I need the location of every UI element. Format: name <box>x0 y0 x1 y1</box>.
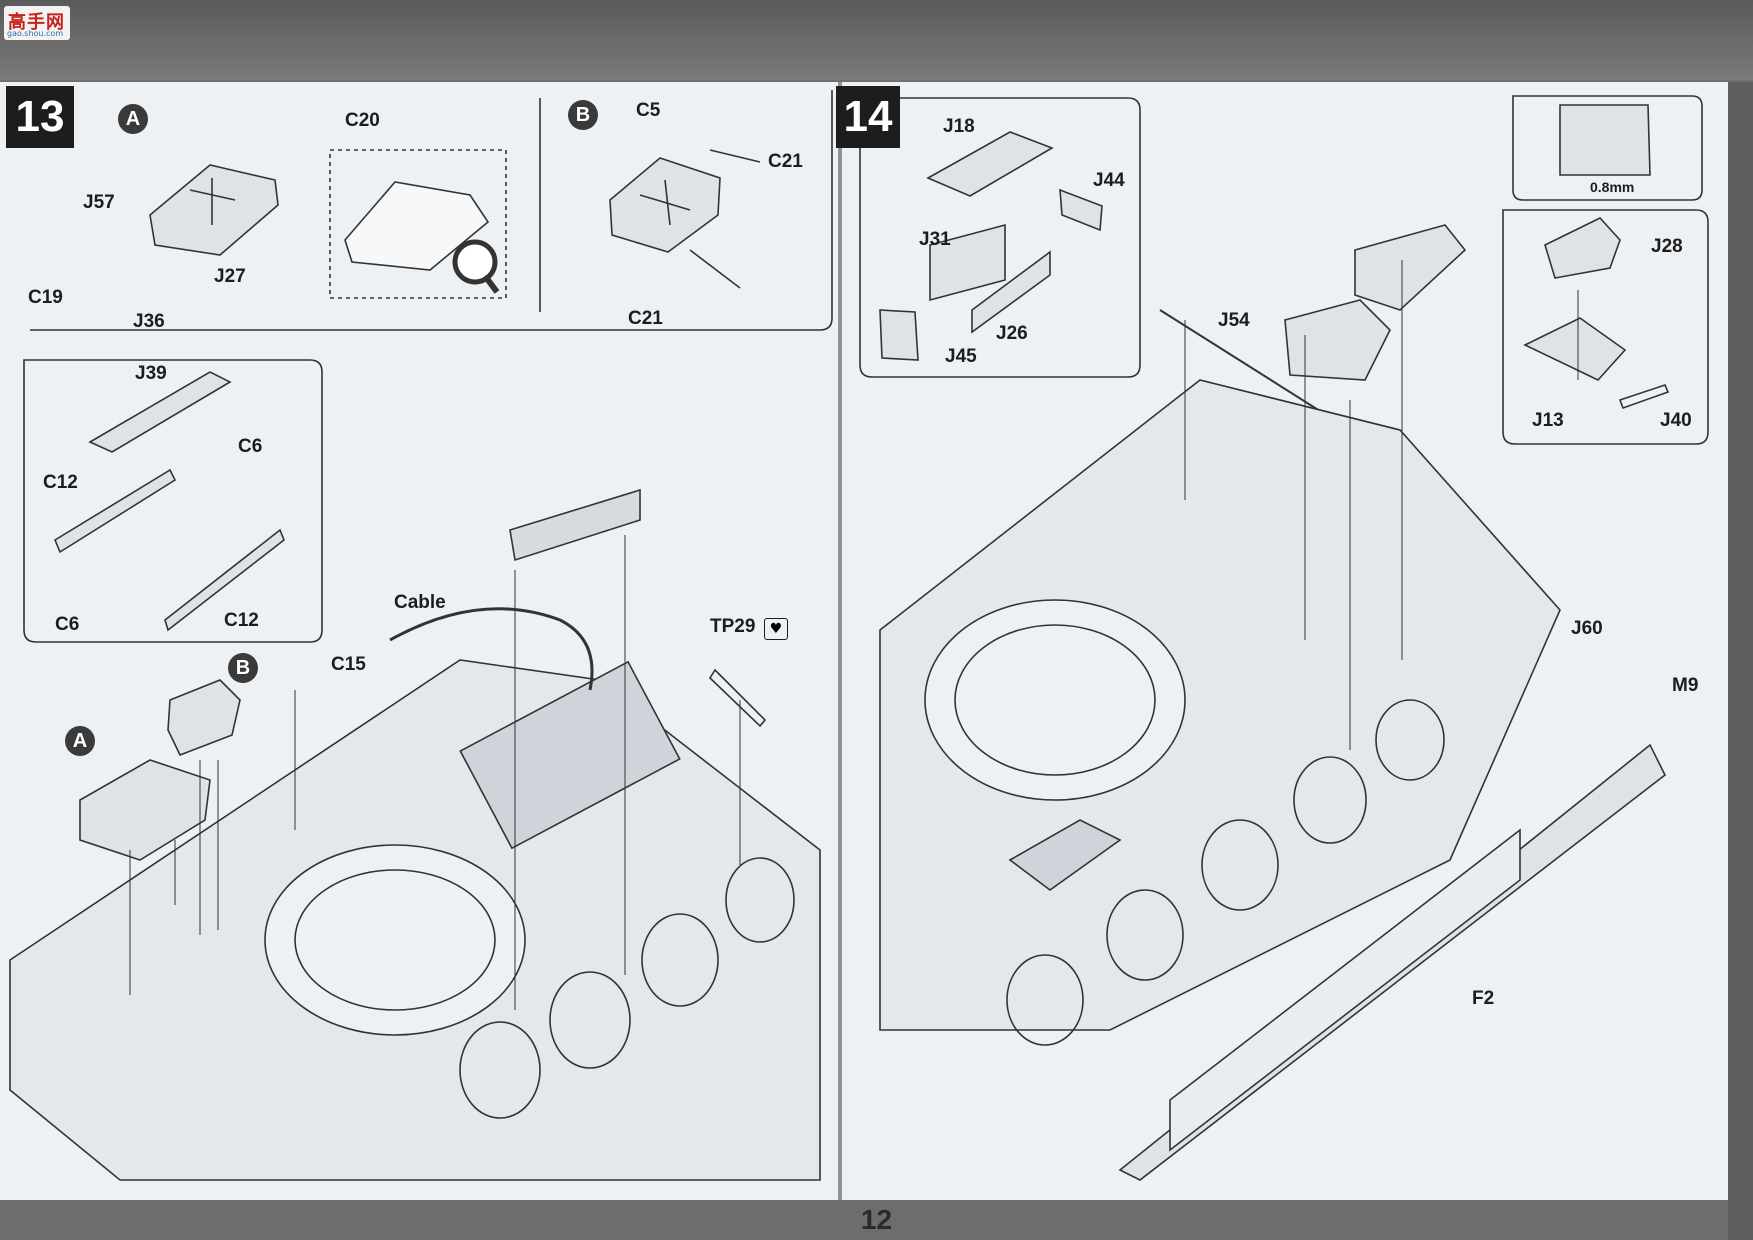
part-label-j44: J44 <box>1093 170 1125 191</box>
part-label-m9: M9 <box>1672 675 1699 696</box>
part-label-j26: J26 <box>996 323 1028 344</box>
part-label-c12-left: C12 <box>43 472 78 493</box>
part-label-j18: J18 <box>943 116 975 137</box>
part-label-c21-top: C21 <box>768 151 803 172</box>
dimension-label: 0.8mm <box>1590 179 1635 195</box>
subassembly-a-marker-hull: A <box>65 726 95 756</box>
stowage-detail-frame <box>1502 209 1709 445</box>
cable-drawing <box>389 607 594 691</box>
subassembly-a-marker: A <box>118 104 148 134</box>
step13-top-frame <box>30 90 833 331</box>
fuel-tank-drawing <box>149 164 279 256</box>
subassembly-frame <box>23 359 323 643</box>
part-label-f2: F2 <box>1472 988 1495 1009</box>
part-label-j13: J13 <box>1532 410 1564 431</box>
part-label-tp29: TP29 <box>710 616 756 637</box>
stowage-box <box>509 488 641 562</box>
watermark-text: 高手网 <box>8 12 65 33</box>
page-number: 12 <box>860 1204 893 1235</box>
part-label-c12-right: C12 <box>224 610 259 631</box>
magnify-icon <box>452 239 498 285</box>
toolbox-drawing <box>609 157 721 253</box>
part-label-j28: J28 <box>1651 236 1683 257</box>
part-label-j40: J40 <box>1660 410 1692 431</box>
part-label-j31: J31 <box>919 229 951 250</box>
page-footer: 12 <box>0 1200 1728 1240</box>
part-label-j45: J45 <box>945 346 977 367</box>
part-label-c20: C20 <box>345 110 380 131</box>
part-label-j54: J54 <box>1218 310 1250 331</box>
part-label-j60: J60 <box>1571 618 1603 639</box>
photo-etch-icon: ♥ <box>764 618 788 640</box>
subassembly-b-marker-hull: B <box>228 653 258 683</box>
step-13-badge: 13 <box>6 86 74 148</box>
part-label-j57: J57 <box>83 192 115 213</box>
road-wheels-left <box>459 857 795 1119</box>
part-label-j36: J36 <box>133 311 165 332</box>
scanner-background <box>0 0 1753 80</box>
part-label-c19: C19 <box>28 287 63 308</box>
watermark-url: gao.shou.com <box>7 29 64 38</box>
part-label-c15: C15 <box>331 654 366 675</box>
zoom-detail-frame <box>329 149 507 299</box>
part-label-j27: J27 <box>214 266 246 287</box>
part-label-c6-top: C6 <box>238 436 263 457</box>
road-wheels-right <box>1006 699 1445 1046</box>
watermark-logo: 高手网 gao.shou.com <box>4 6 70 40</box>
part-label-c21-bottom: C21 <box>628 308 663 329</box>
part-label-cable: Cable <box>394 592 446 613</box>
subassembly-b-marker: B <box>568 100 598 130</box>
part-label-c5: C5 <box>636 100 661 121</box>
part-label-j39: J39 <box>135 363 167 384</box>
step14-detail-frame <box>859 97 1141 378</box>
step-14-badge: 14 <box>836 86 900 148</box>
part-label-c6-bottom: C6 <box>55 614 80 635</box>
scan-edge <box>1728 82 1753 1240</box>
cleat-detail-frame <box>1512 95 1703 201</box>
page-fold <box>838 82 842 1202</box>
